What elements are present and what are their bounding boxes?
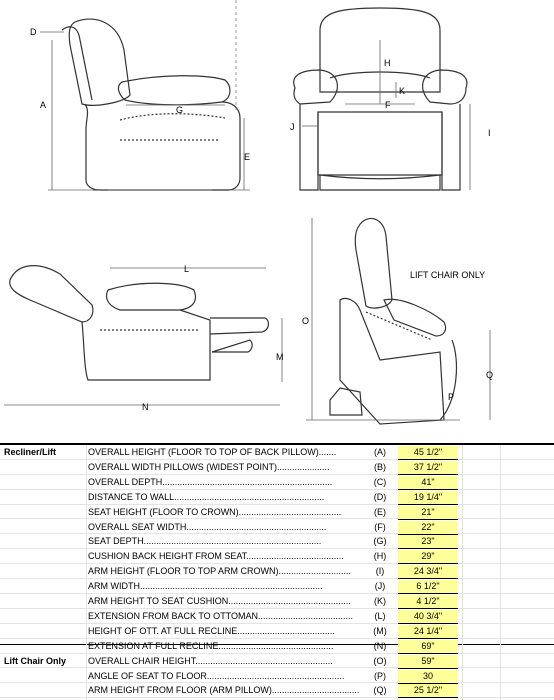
dimension-code: (M) xyxy=(373,625,387,636)
dim-label-o: O xyxy=(302,316,309,326)
dimension-description: ANGLE OF SEAT TO FLOOR..................… xyxy=(88,670,345,681)
dimension-code: (H) xyxy=(373,551,387,562)
dim-label-a: A xyxy=(40,100,46,110)
table-row: EXTENSION AT FULL RECLINE...............… xyxy=(0,639,554,654)
dimension-code: (O) xyxy=(373,655,387,666)
lift-chair-view: LIFT CHAIR ONLY O P Q xyxy=(302,217,493,425)
dim-label-j: J xyxy=(290,122,295,132)
dimension-code: (L) xyxy=(374,610,386,621)
dimension-code: (Q) xyxy=(373,685,387,696)
dimension-description: CUSHION BACK HEIGHT FROM SEAT...........… xyxy=(88,551,344,562)
dim-label-f: F xyxy=(385,100,391,110)
dimension-value: 41" xyxy=(398,475,458,490)
dimension-value: 21" xyxy=(398,505,458,520)
dim-label-k: K xyxy=(399,86,405,96)
table-row: OVERALL WIDTH PILLOWS (WIDEST POINT)....… xyxy=(0,460,554,475)
table-row: OVERALL DEPTH...........................… xyxy=(0,475,554,490)
table-top-rule xyxy=(0,443,554,445)
side-view-upright: A D G E xyxy=(30,0,250,191)
dimension-description: OVERALL DEPTH...........................… xyxy=(88,476,333,487)
dimension-description: DISTANCE TO WALL........................… xyxy=(88,491,325,502)
dim-label-e: E xyxy=(244,152,250,162)
dimension-value: 45 1/2" xyxy=(398,446,458,460)
dimension-value: 25 1/2" xyxy=(398,684,458,699)
dimension-code: (B) xyxy=(374,461,386,472)
dim-label-l: L xyxy=(184,264,189,274)
dimension-code: (N) xyxy=(373,640,387,651)
dimension-value: 24 1/4" xyxy=(398,624,458,639)
dimension-value: 24 3/4" xyxy=(398,565,458,580)
dimension-description: OVERALL HEIGHT (FLOOR TO TOP OF BACK PIL… xyxy=(88,447,337,457)
table-row: Lift Chair Only OVERALL CHAIR HEIGHT.....… xyxy=(0,654,554,669)
dimension-description: SEAT DEPTH..............................… xyxy=(88,536,322,547)
table-row: CUSHION BACK HEIGHT FROM SEAT...........… xyxy=(0,549,554,565)
dimension-value: 4 1/2" xyxy=(398,595,458,609)
dimension-code: (F) xyxy=(374,521,386,532)
lift-chair-only-note: LIFT CHAIR ONLY xyxy=(410,270,485,280)
section-label: Recliner/Lift xyxy=(4,447,57,457)
dim-label-m: M xyxy=(276,352,284,362)
dimension-value: 69" xyxy=(398,639,458,654)
dim-label-n: N xyxy=(142,402,149,412)
dimension-value: 22" xyxy=(398,520,458,535)
table-row: HEIGHT OF OTT. AT FULL RECLINE..........… xyxy=(0,624,554,639)
dimension-description: HEIGHT OF OTT. AT FULL RECLINE..........… xyxy=(88,625,335,636)
dimension-code: (A) xyxy=(374,447,386,457)
dimension-value: 6 1/2" xyxy=(398,580,458,595)
front-view: H K F J I xyxy=(290,7,491,191)
dimension-description: ARM HEIGHT FROM FLOOR (ARM PILLOW)......… xyxy=(88,685,360,696)
grid-line xyxy=(462,445,463,700)
table-row: OVERALL SEAT WIDTH......................… xyxy=(0,520,554,535)
dimension-value: 19 1/4" xyxy=(398,490,458,505)
dim-label-g: G xyxy=(176,105,183,115)
dim-label-p: P xyxy=(448,392,454,402)
dimension-description: OVERALL CHAIR HEIGHT....................… xyxy=(88,655,333,666)
dimension-description: OVERALL WIDTH PILLOWS (WIDEST POINT)....… xyxy=(88,461,330,472)
dim-label-h: H xyxy=(384,58,391,68)
table-row: ARM HEIGHT TO SEAT CUSHION..............… xyxy=(0,594,554,609)
dimension-value: 37 1/2" xyxy=(398,460,458,475)
dimension-code: (P) xyxy=(374,670,386,681)
dimension-code: (I) xyxy=(375,566,385,577)
dimension-description: EXTENSION AT FULL RECLINE...............… xyxy=(88,640,334,651)
dimension-value: 23" xyxy=(398,535,458,550)
table-row: ARM HEIGHT (FLOOR TO TOP ARM CROWN).....… xyxy=(0,564,554,580)
dimension-description: ARM WIDTH...............................… xyxy=(88,581,323,592)
dimension-description: SEAT HEIGHT (FLOOR TO CROWN)............… xyxy=(88,506,342,517)
table-row: SEAT DEPTH..............................… xyxy=(0,534,554,550)
section-divider xyxy=(0,644,554,645)
table-row: ARM HEIGHT FROM FLOOR (ARM PILLOW)......… xyxy=(0,683,554,699)
table-row: Recliner/Lift OVERALL HEIGHT (FLOOR TO TO… xyxy=(0,445,554,460)
dimension-description: ARM HEIGHT (FLOOR TO TOP ARM CROWN).....… xyxy=(88,566,352,577)
dimension-value: 40 3/4" xyxy=(398,609,458,624)
dimension-code: (C) xyxy=(373,476,387,487)
dimension-code: (G) xyxy=(373,536,387,547)
table-row: ARM WIDTH...............................… xyxy=(0,579,554,595)
dimension-description: EXTENSION FROM BACK TO OTTOMAN..........… xyxy=(88,610,354,621)
dimension-description: OVERALL SEAT WIDTH......................… xyxy=(88,521,327,532)
dim-label-i: I xyxy=(488,128,491,138)
dimension-value: 30 xyxy=(398,669,458,684)
dimension-value: 59" xyxy=(398,654,458,669)
dimension-code: (J) xyxy=(374,581,386,592)
side-view-reclined: L M N xyxy=(4,264,284,412)
dimension-drawings: A D G E H K F J I L M N xyxy=(4,0,493,425)
table-row: DISTANCE TO WALL........................… xyxy=(0,490,554,505)
table-row: SEAT HEIGHT (FLOOR TO CROWN)............… xyxy=(0,505,554,520)
dimension-value: 29" xyxy=(398,550,458,565)
dim-label-q: Q xyxy=(486,370,493,380)
section-label: Lift Chair Only xyxy=(4,655,67,666)
dimension-table: Recliner/Lift OVERALL HEIGHT (FLOOR TO TO… xyxy=(0,440,554,700)
dimension-code: (D) xyxy=(373,491,387,502)
dimension-description: ARM HEIGHT TO SEAT CUSHION..............… xyxy=(88,596,351,606)
dim-label-d: D xyxy=(30,27,37,37)
dimension-code: (E) xyxy=(374,506,386,517)
dimension-code: (K) xyxy=(374,596,386,606)
table-row: ANGLE OF SEAT TO FLOOR..................… xyxy=(0,669,554,684)
grid-line xyxy=(86,445,87,700)
table-row: EXTENSION FROM BACK TO OTTOMAN..........… xyxy=(0,609,554,624)
grid-line xyxy=(500,445,501,700)
